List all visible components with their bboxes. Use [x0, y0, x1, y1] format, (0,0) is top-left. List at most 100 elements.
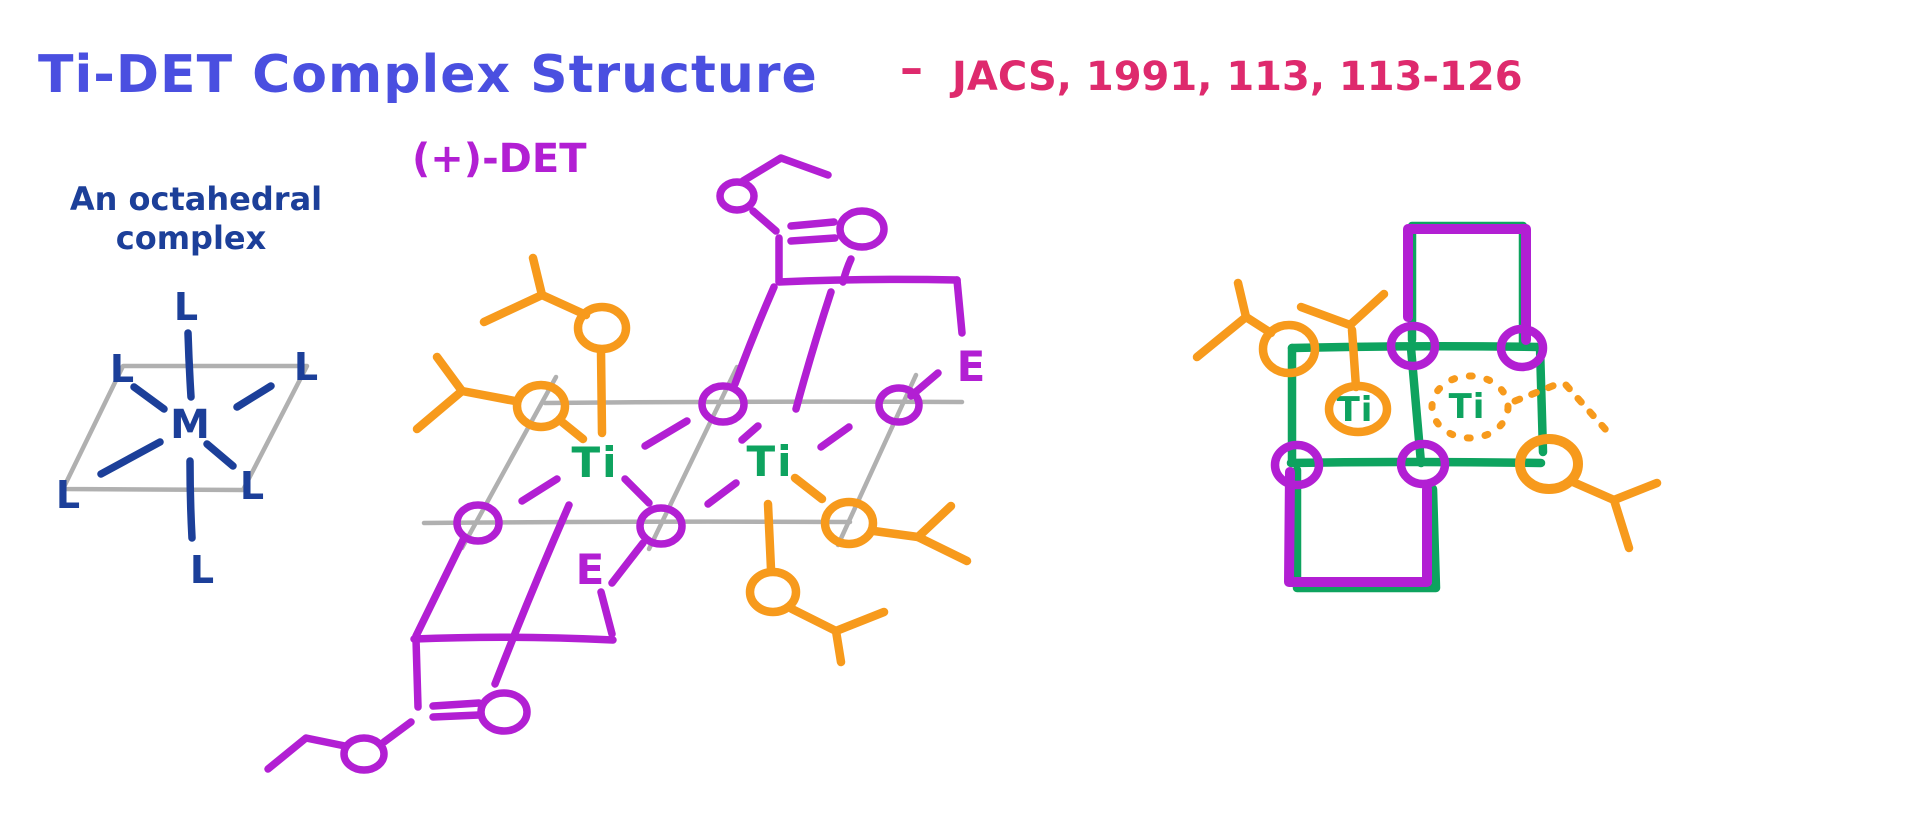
ester-abbrev-top: E	[957, 342, 986, 391]
bond-axial-top	[184, 329, 195, 401]
ester-oxygen-top	[716, 178, 758, 214]
ligand-lower-right: L	[240, 464, 264, 508]
plane-middle-slant	[646, 364, 740, 552]
isopropyl-stem	[537, 290, 591, 320]
isopropoxide-top-axial	[479, 253, 631, 438]
ester-abbrev-bottom: E	[576, 545, 605, 594]
ligand-top: L	[174, 285, 198, 329]
carbonyl-oxygen-bottom	[477, 689, 531, 735]
isopropoxide-corner	[1192, 278, 1320, 378]
backbone-inner-line	[792, 288, 835, 413]
backbone-bar-top	[775, 275, 961, 286]
bridging-oxygen-bottom-middle	[636, 504, 686, 548]
ligand-bottom: L	[190, 548, 214, 592]
dashed-bond-b	[1562, 381, 1610, 434]
isopropyl-arm	[432, 352, 467, 396]
ti-o-dash-right-down	[704, 479, 740, 508]
carbonyl-double-bond-a	[429, 699, 483, 710]
ti-o-bond	[790, 473, 827, 504]
alkoxide-oxygen	[573, 302, 631, 354]
ester-oxygen-bottom	[340, 734, 388, 774]
isopropyl-arm	[1609, 478, 1662, 505]
isopropyl-arm	[913, 532, 972, 566]
grid-right-vertical	[1535, 342, 1548, 457]
square-schematic: Ti Ti	[1192, 221, 1662, 593]
isopropoxide-left-equatorial	[412, 352, 588, 444]
alkoxide-oxygen	[512, 380, 570, 432]
bridging-oxygen-top-right	[875, 384, 923, 426]
bridging-oxygen-bottom-left	[453, 501, 503, 545]
isopropyl-arm	[479, 290, 547, 327]
isopropyl-arm	[1345, 289, 1389, 330]
carbonyl-double-bond-b	[429, 711, 483, 721]
journal-reference: JACS, 1991, 113, 113-126	[949, 54, 1523, 100]
isopropoxide-right-equatorial	[790, 473, 972, 566]
bridge-o-to-ring	[608, 539, 647, 587]
green-top-square	[1407, 221, 1528, 347]
ester-bond-top	[749, 207, 780, 235]
carbonyl-carbon-stroke-bottom	[412, 635, 422, 711]
isopropyl-arm	[1296, 302, 1355, 330]
isopropoxide-lower-right	[1515, 434, 1662, 553]
caption-line-1: An octahedral	[70, 180, 322, 218]
isopropyl-arm	[831, 607, 889, 636]
ligand-lower-left: L	[56, 473, 80, 517]
metal-label: M	[170, 402, 210, 448]
alkoxide-oxygen	[1515, 434, 1583, 494]
coordination-plane	[60, 363, 310, 493]
bridging-oxygen-node	[1386, 321, 1440, 371]
ti-o-bond	[763, 499, 776, 574]
isopropyl-arm	[831, 626, 846, 667]
o-ti-bond	[596, 346, 607, 438]
ti-center-left: Ti	[571, 438, 618, 487]
isopropyl-stem	[457, 386, 520, 406]
dashed-bond-a	[1511, 379, 1564, 405]
ethyl-group-bottom	[264, 734, 349, 773]
isopropyl-arm	[1192, 312, 1251, 362]
isopropoxide-axial-schematic	[1296, 289, 1389, 392]
backbone-inner-line-bottom	[491, 501, 573, 688]
page-title: Ti-DET Complex Structure – JACS, 1991, 1…	[38, 41, 1523, 105]
isopropoxide-bottom-axial	[745, 499, 889, 667]
plane-top-edge	[542, 399, 965, 406]
o-ti-bond	[557, 417, 588, 444]
ti-highlight-circle-dashed	[1428, 372, 1512, 442]
grid-bottom-edge	[1286, 457, 1546, 468]
det-label: (+)-DET	[412, 136, 587, 182]
stereo-tick-top	[839, 255, 855, 286]
green-bottom-square	[1292, 465, 1441, 593]
isopropyl-arm	[528, 253, 547, 300]
alkoxide-oxygen	[745, 567, 801, 617]
plane-left-slant	[459, 374, 559, 551]
bond-lower-left	[97, 438, 164, 478]
octahedral-sketch: An octahedral complex M L L L L L L	[56, 180, 322, 592]
tartrate-square-top	[1403, 224, 1531, 345]
caption-line-2: complex	[116, 219, 267, 257]
isopropyl-arm	[1233, 278, 1251, 322]
tartrate-square-bottom	[1284, 467, 1432, 587]
ti-right-dashed: Ti	[1449, 387, 1486, 427]
plane-right-slant	[835, 372, 919, 548]
alkoxide-oxygen	[1258, 320, 1320, 378]
ti-o-dash-left-down	[518, 475, 561, 505]
isopropyl-stem	[787, 604, 841, 636]
ring-left-edge	[412, 536, 467, 640]
bridging-oxygen-node	[1396, 439, 1450, 489]
bridging-oxygen-node	[1270, 440, 1324, 490]
ti-center-right: Ti	[746, 437, 793, 486]
title-separator-dash: –	[900, 41, 923, 95]
ti-o-dash-right-upright	[817, 423, 853, 451]
ligand-upper-right: L	[294, 345, 318, 389]
isopropyl-stem	[869, 526, 923, 542]
ring-edge-below-e	[597, 588, 616, 638]
bridging-oxygen-top-middle	[698, 382, 748, 426]
ti-o-bond-left-bottom	[621, 475, 653, 507]
backbone-to-bridge-o	[731, 283, 778, 388]
isopropyl-stem	[1568, 477, 1619, 505]
dimer-structure: (+)-DET E Ti Ti	[264, 136, 986, 774]
ethyl-group-top	[739, 154, 832, 185]
ti-highlight-circle-solid	[1324, 381, 1392, 437]
ti-o-dash-left-up	[641, 417, 691, 450]
